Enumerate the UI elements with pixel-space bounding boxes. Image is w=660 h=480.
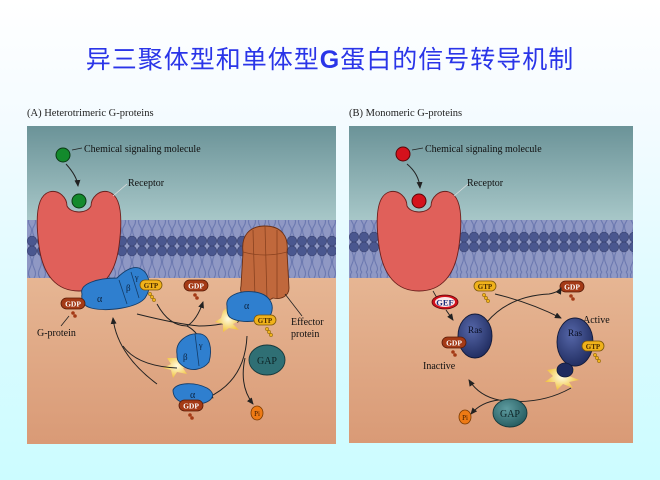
- bound-gtp-label: GTP: [258, 317, 273, 325]
- gdp-release-arrow: [486, 287, 562, 323]
- leader-line: [453, 183, 469, 197]
- panel-a-heterotrimeric: Chemical signaling molecule Receptor α β…: [27, 126, 336, 444]
- panel-a-caption: (A) Heterotrimeric G-proteins: [27, 108, 154, 119]
- title-text-g: G: [319, 46, 341, 74]
- gap-label: GAP: [500, 409, 520, 420]
- activation-burst-icon: [545, 364, 579, 390]
- released-gdp-badge: [183, 279, 209, 292]
- released-gdp-label: GDP: [564, 283, 580, 292]
- receptor-label: Receptor: [467, 178, 504, 189]
- ras-inactive: [457, 313, 493, 359]
- gtp-label: GTP: [144, 282, 159, 290]
- activation-arrow: [494, 293, 562, 319]
- title-text-1: 异三聚体型和单体型: [85, 45, 320, 74]
- gap-label: GAP: [257, 356, 277, 367]
- hydrolysis-arrow: [206, 335, 248, 399]
- inactive-alpha-label: α: [190, 390, 196, 401]
- phosphate-icon: [458, 409, 472, 425]
- inactivation-arrow: [468, 379, 572, 402]
- inactive-gdp-badge: [178, 399, 204, 412]
- active-alpha-subunit: [226, 291, 273, 322]
- receptor-protein: [376, 190, 462, 292]
- panel-b-caption: (B) Monomeric G-proteins: [349, 108, 463, 119]
- reassembly-arrow: [110, 317, 158, 385]
- beta-label: β: [126, 283, 131, 293]
- leader-line: [411, 147, 424, 151]
- gef-arrow: [445, 309, 454, 321]
- gdp-label: GDP: [65, 300, 81, 309]
- signaling-molecule-icon: [395, 146, 411, 162]
- slide-title: 异三聚体型和单体型G蛋白的信号转导机制: [0, 40, 660, 76]
- inactive-label: Inactive: [423, 361, 456, 372]
- gtp-label: GTP: [478, 283, 493, 291]
- active-label: Active: [583, 315, 610, 326]
- free-gamma-label: γ: [198, 341, 203, 350]
- bound-signal-icon: [71, 193, 87, 209]
- phosphate-icon: [250, 405, 264, 421]
- released-gdp-label: GDP: [188, 282, 204, 291]
- gdp-badge: [441, 336, 467, 349]
- free-beta-label: β: [183, 352, 188, 362]
- activation-burst-icon: [163, 354, 191, 378]
- leader-line: [112, 183, 128, 197]
- effector-label-2: protein: [291, 329, 319, 340]
- released-gdp-badge: [559, 280, 585, 293]
- ras-active-label: Ras: [568, 329, 583, 339]
- beta-gamma-return-arrow: [122, 345, 178, 369]
- receptor-protein: [36, 190, 122, 292]
- signaling-molecule-icon: [55, 147, 71, 163]
- bound-signal-icon: [411, 193, 427, 209]
- active-alpha-label: α: [244, 301, 250, 312]
- binding-arrow: [65, 163, 81, 187]
- alpha-label: α: [97, 294, 103, 305]
- bound-gtp-badge: [253, 314, 277, 326]
- pi-label: Pi: [254, 410, 260, 418]
- effector-protein: [240, 225, 290, 302]
- gdp-badge: [60, 297, 86, 310]
- signal-label: Chemical signaling molecule: [425, 144, 542, 155]
- gdp-label: GDP: [446, 339, 462, 348]
- gtp-badge: [139, 279, 163, 291]
- pi-release-arrow: [242, 357, 254, 405]
- gap-protein: [492, 398, 528, 428]
- gtp-badge: [473, 280, 497, 292]
- subunit-divider: [118, 271, 140, 305]
- signal-label: Chemical signaling molecule: [84, 144, 201, 155]
- beta-gamma-subunit: [176, 333, 212, 370]
- bound-gtp-label: GTP: [586, 343, 601, 351]
- gef-label: GEF: [436, 298, 453, 308]
- leader-line: [71, 147, 83, 151]
- pi-label: Pi: [462, 414, 468, 422]
- ras-inactive-label: Ras: [468, 326, 483, 336]
- g-protein-label: G-protein: [37, 328, 76, 339]
- effector-label-1: Effector: [291, 317, 324, 328]
- gap-protein: [248, 344, 286, 376]
- inactive-gdp-label: GDP: [183, 402, 199, 411]
- receptor-label: Receptor: [128, 178, 165, 189]
- gamma-label: γ: [134, 273, 139, 282]
- leader-line: [60, 315, 70, 327]
- pi-release-arrow: [470, 399, 500, 415]
- leader-line: [284, 293, 303, 317]
- binding-arrow: [406, 163, 423, 189]
- bound-gtp-badge: [581, 340, 605, 352]
- title-text-2: 蛋白的信号转导机制: [340, 45, 575, 74]
- panel-b-monomeric: Chemical signaling molecule Receptor GEF…: [349, 126, 633, 443]
